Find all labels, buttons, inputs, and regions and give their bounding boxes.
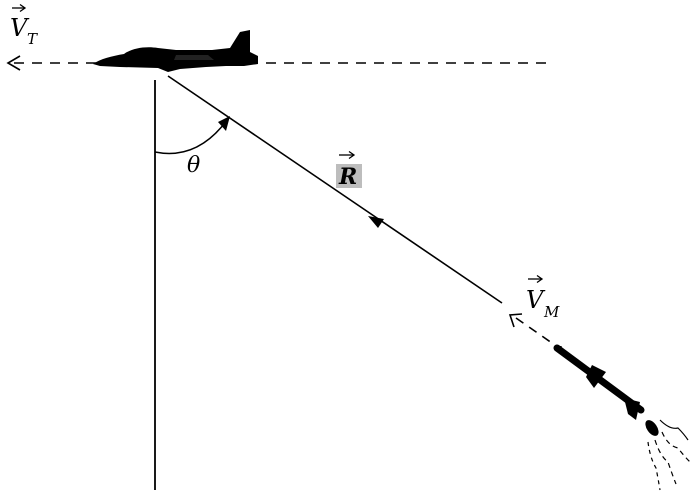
angle-arc-arrowhead bbox=[218, 116, 230, 131]
missile-velocity-arrowhead bbox=[508, 313, 523, 328]
vector-arrow-icon bbox=[339, 150, 356, 160]
angle-label: θ bbox=[187, 153, 200, 178]
missile-velocity-label: V M bbox=[526, 274, 560, 321]
angle-arc-path bbox=[154, 123, 225, 155]
angle-arc bbox=[154, 116, 230, 155]
target-velocity-symbol: V bbox=[10, 14, 30, 42]
range-symbol: R bbox=[338, 164, 357, 190]
range-label-highlight bbox=[336, 164, 362, 188]
range-arrowhead bbox=[368, 216, 384, 228]
range-label: R bbox=[336, 150, 362, 190]
target-velocity-label: V T bbox=[10, 3, 38, 48]
target-velocity-arrowhead bbox=[6, 55, 21, 71]
vector-arrow-icon bbox=[12, 3, 27, 13]
missile-icon bbox=[553, 344, 645, 420]
range-vector bbox=[167, 75, 503, 304]
missile-velocity-symbol: V bbox=[526, 286, 546, 314]
exhaust-plume-icon bbox=[645, 419, 691, 491]
range-line bbox=[167, 75, 503, 304]
missile-velocity-vector bbox=[508, 313, 563, 351]
missile-velocity-subscript: M bbox=[543, 303, 560, 321]
target-velocity-vector bbox=[6, 55, 552, 71]
jet-aircraft-icon bbox=[93, 30, 258, 72]
target-velocity-subscript: T bbox=[27, 30, 38, 48]
vector-arrow-icon bbox=[528, 274, 544, 284]
